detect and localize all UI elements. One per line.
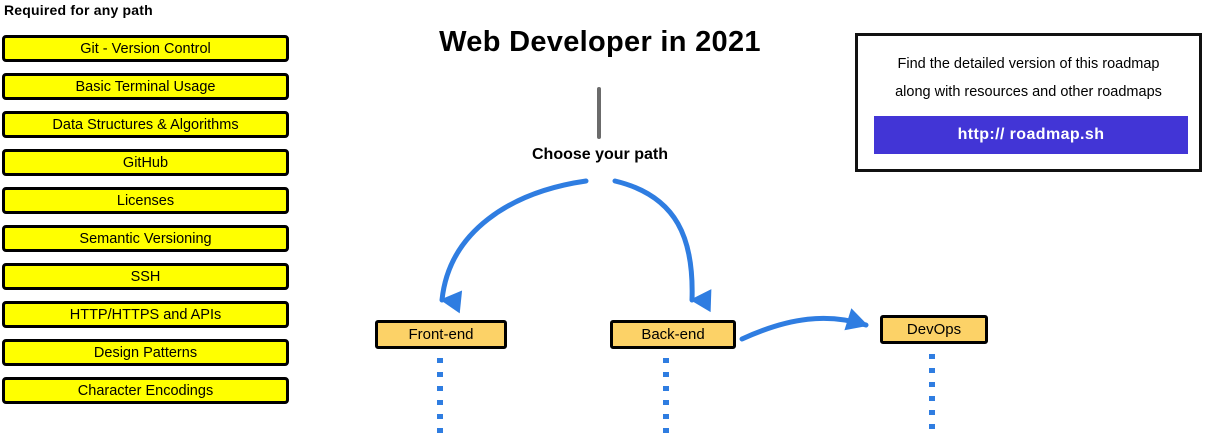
- required-item-dsa[interactable]: Data Structures & Algorithms: [2, 111, 289, 138]
- required-item-label: SSH: [130, 268, 161, 285]
- node-back-end[interactable]: Back-end: [610, 320, 736, 349]
- required-item-semver[interactable]: Semantic Versioning: [2, 225, 289, 252]
- required-item-github[interactable]: GitHub: [2, 149, 289, 176]
- required-item-label: Design Patterns: [93, 344, 198, 361]
- arrow-backend-to-devops: [739, 308, 869, 342]
- required-item-ssh[interactable]: SSH: [2, 263, 289, 290]
- required-item-label: GitHub: [122, 154, 169, 171]
- required-item-label: Licenses: [116, 192, 175, 209]
- arrow-to-backend: [612, 178, 712, 313]
- required-item-label: Basic Terminal Usage: [75, 78, 216, 95]
- required-item-licenses[interactable]: Licenses: [2, 187, 289, 214]
- required-item-label: HTTP/HTTPS and APIs: [69, 306, 222, 323]
- info-card-line-1: Find the detailed version of this roadma…: [897, 56, 1160, 72]
- node-label: Front-end: [408, 326, 474, 343]
- required-item-terminal[interactable]: Basic Terminal Usage: [2, 73, 289, 100]
- trunk-connector-line: [597, 87, 601, 139]
- arrow-to-frontend: [439, 178, 589, 314]
- required-item-design-patterns[interactable]: Design Patterns: [2, 339, 289, 366]
- info-card: Find the detailed version of this roadma…: [855, 33, 1202, 172]
- required-item-git[interactable]: Git - Version Control: [2, 35, 289, 62]
- required-topics-list: Git - Version Control Basic Terminal Usa…: [2, 35, 289, 415]
- required-section-heading: Required for any path: [4, 2, 153, 18]
- required-item-http-apis[interactable]: HTTP/HTTPS and APIs: [2, 301, 289, 328]
- node-label: Back-end: [641, 326, 705, 343]
- roadmap-sh-link-button[interactable]: http:// roadmap.sh: [874, 116, 1188, 154]
- page-title: Web Developer in 2021: [439, 26, 761, 58]
- node-front-end[interactable]: Front-end: [375, 320, 507, 349]
- info-card-line-2: along with resources and other roadmaps: [895, 84, 1162, 100]
- required-item-label: Semantic Versioning: [79, 230, 212, 247]
- required-item-label: Data Structures & Algorithms: [52, 116, 239, 133]
- required-item-character-encodings[interactable]: Character Encodings: [2, 377, 289, 404]
- node-label: DevOps: [906, 321, 962, 338]
- required-item-label: Character Encodings: [77, 382, 214, 399]
- required-item-label: Git - Version Control: [80, 40, 211, 57]
- node-devops[interactable]: DevOps: [880, 315, 988, 344]
- choose-your-path-label: Choose your path: [531, 146, 668, 163]
